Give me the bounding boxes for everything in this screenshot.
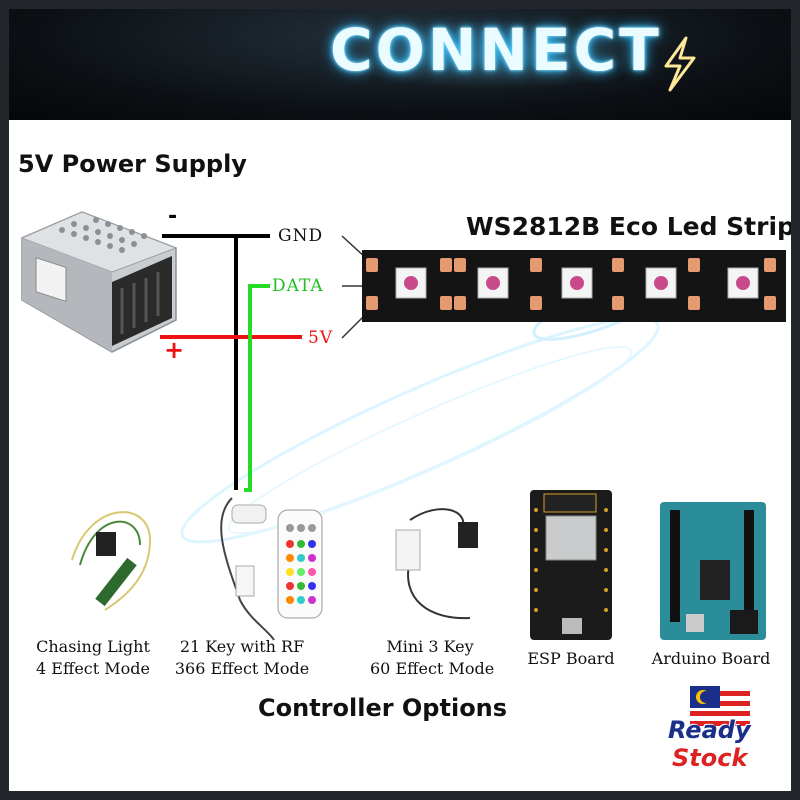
wires xyxy=(160,234,367,492)
rf-21-key-controller xyxy=(220,497,323,641)
badge-stock-text: Stock xyxy=(672,744,748,772)
controller-label-line1: 21 Key with RF xyxy=(179,637,305,656)
header-banner: CONNECT xyxy=(0,0,800,120)
controller-label-esp: ESP Board xyxy=(527,649,615,668)
data-label: DATA xyxy=(272,276,324,296)
badge-ready-text: Ready xyxy=(668,716,751,744)
arduino-board-controller xyxy=(660,502,766,640)
lightning-icon xyxy=(664,36,696,92)
gnd-label: GND xyxy=(278,226,324,246)
plus-symbol: + xyxy=(164,336,185,364)
esp-board-controller xyxy=(530,490,612,640)
5v-label: 5V xyxy=(308,328,334,348)
controller-label-mini-3-key: Mini 3 Key 60 Effect Mode xyxy=(370,636,495,680)
minus-symbol: - xyxy=(168,204,178,229)
led-strip xyxy=(362,250,786,322)
controller-label-line1: Chasing Light xyxy=(36,637,150,656)
banner-title: CONNECT xyxy=(330,16,662,84)
controller-label-line1: Mini 3 Key xyxy=(386,637,474,656)
power-supply-title: 5V Power Supply xyxy=(18,150,247,178)
controller-options-title: Controller Options xyxy=(258,694,508,722)
mini-3-key-controller xyxy=(395,508,478,620)
chasing-light-controller xyxy=(71,511,152,611)
power-supply-unit xyxy=(20,211,178,353)
controller-label-rf-21-key: 21 Key with RF 366 Effect Mode xyxy=(170,636,314,680)
led-strip-title: WS2812B Eco Led Strip xyxy=(466,212,795,241)
banner-glow xyxy=(330,20,660,90)
controller-label-line2: 60 Effect Mode xyxy=(370,659,495,678)
controller-label-arduino: Arduino Board xyxy=(651,649,771,668)
ready-stock-badge xyxy=(690,686,750,726)
controller-label-line2: 366 Effect Mode xyxy=(174,659,310,678)
controller-label-line2: 4 Effect Mode xyxy=(36,659,150,678)
controller-label-chasing-light: Chasing Light 4 Effect Mode xyxy=(34,636,152,680)
